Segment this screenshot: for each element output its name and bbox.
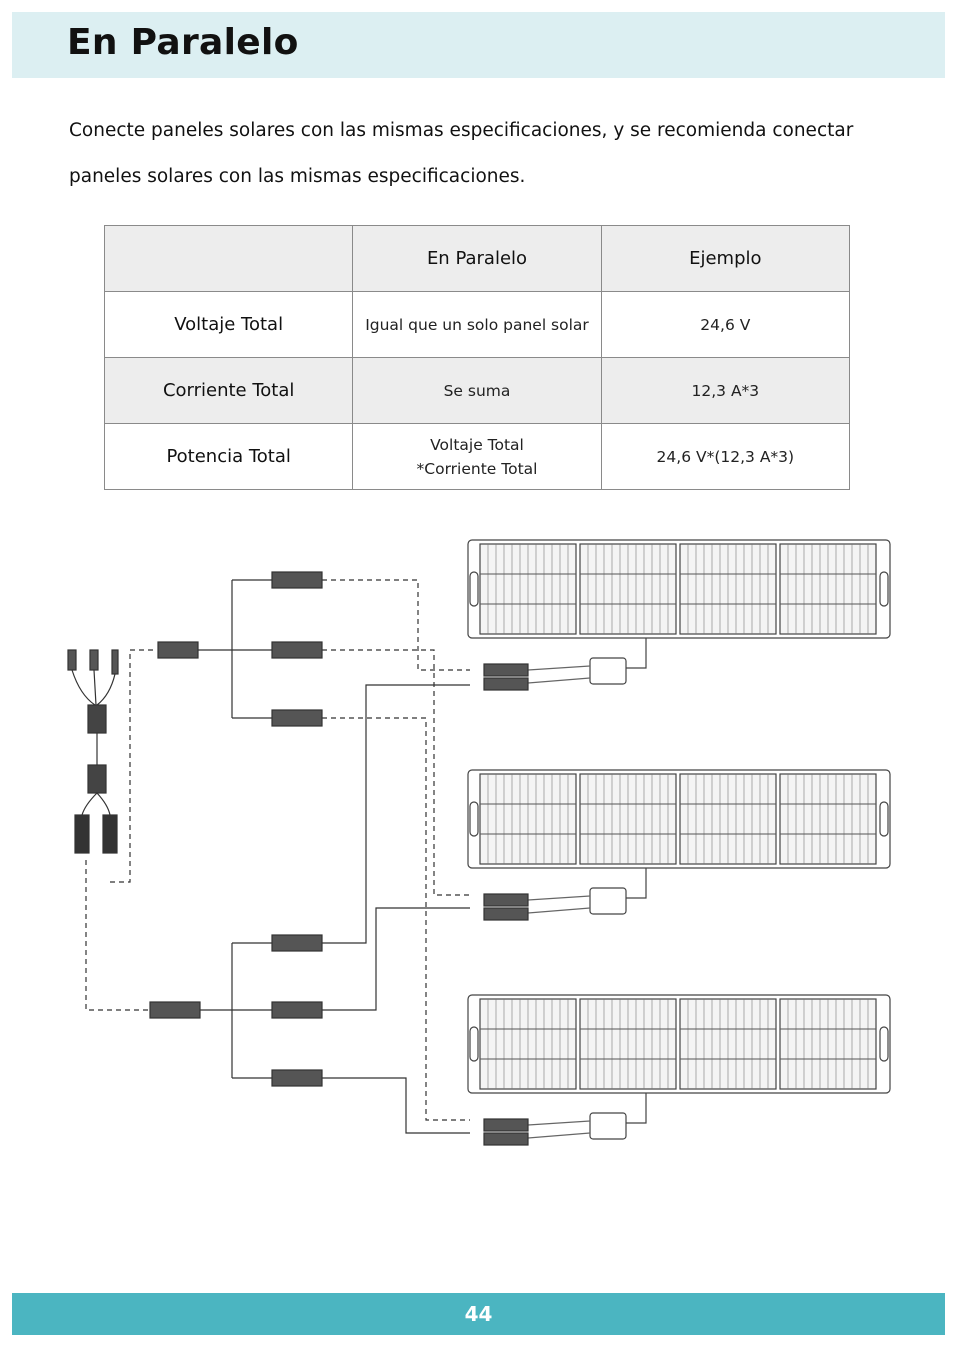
page-header: En Paralelo — [12, 12, 945, 78]
row-rule-power-line2: *Corriente Total — [416, 459, 538, 478]
row-rule-power: Voltaje Total *Corriente Total — [352, 423, 602, 490]
solar-panel-3 — [467, 994, 891, 1146]
branch-connector-top-icon — [157, 571, 470, 1121]
y-branch-adapter-icon — [67, 649, 119, 854]
table-header-example: Ejemplo — [600, 225, 851, 292]
table-row: Potencia Total Voltaje Total *Corriente … — [103, 423, 851, 490]
page-number: 44 — [464, 1302, 493, 1326]
table-header-parallel: En Paralelo — [352, 225, 602, 292]
row-label-power: Potencia Total — [103, 423, 354, 490]
table-row: Voltaje Total Igual que un solo panel so… — [103, 291, 851, 358]
row-rule-current: Se suma — [352, 357, 602, 424]
table-header-row: En Paralelo Ejemplo — [103, 225, 851, 292]
row-rule-voltage: Igual que un solo panel solar — [352, 291, 602, 358]
row-label-voltage: Voltaje Total — [103, 291, 354, 358]
table-row: Corriente Total Se suma 12,3 A*3 — [103, 357, 851, 424]
solar-panel-1 — [467, 539, 891, 691]
row-label-current: Corriente Total — [103, 357, 354, 424]
solar-panel-2 — [467, 769, 891, 921]
page-footer: 44 — [12, 1293, 945, 1335]
table-header-empty — [103, 225, 354, 292]
page-title: En Paralelo — [67, 22, 299, 63]
intro-paragraph: Conecte paneles solares con las mismas e… — [69, 108, 909, 200]
intro-line-1: Conecte paneles solares con las mismas e… — [69, 120, 854, 141]
parallel-spec-table: En Paralelo Ejemplo Voltaje Total Igual … — [103, 225, 851, 490]
row-example-current: 12,3 A*3 — [600, 357, 851, 424]
branch-connector-bottom-icon — [149, 684, 470, 1134]
row-rule-power-line1: Voltaje Total — [430, 435, 524, 454]
row-example-voltage: 24,6 V — [600, 291, 851, 358]
row-example-power: 24,6 V*(12,3 A*3) — [600, 423, 851, 490]
parallel-wiring-diagram — [67, 539, 891, 1146]
intro-line-2: paneles solares con las mismas especific… — [69, 166, 526, 187]
